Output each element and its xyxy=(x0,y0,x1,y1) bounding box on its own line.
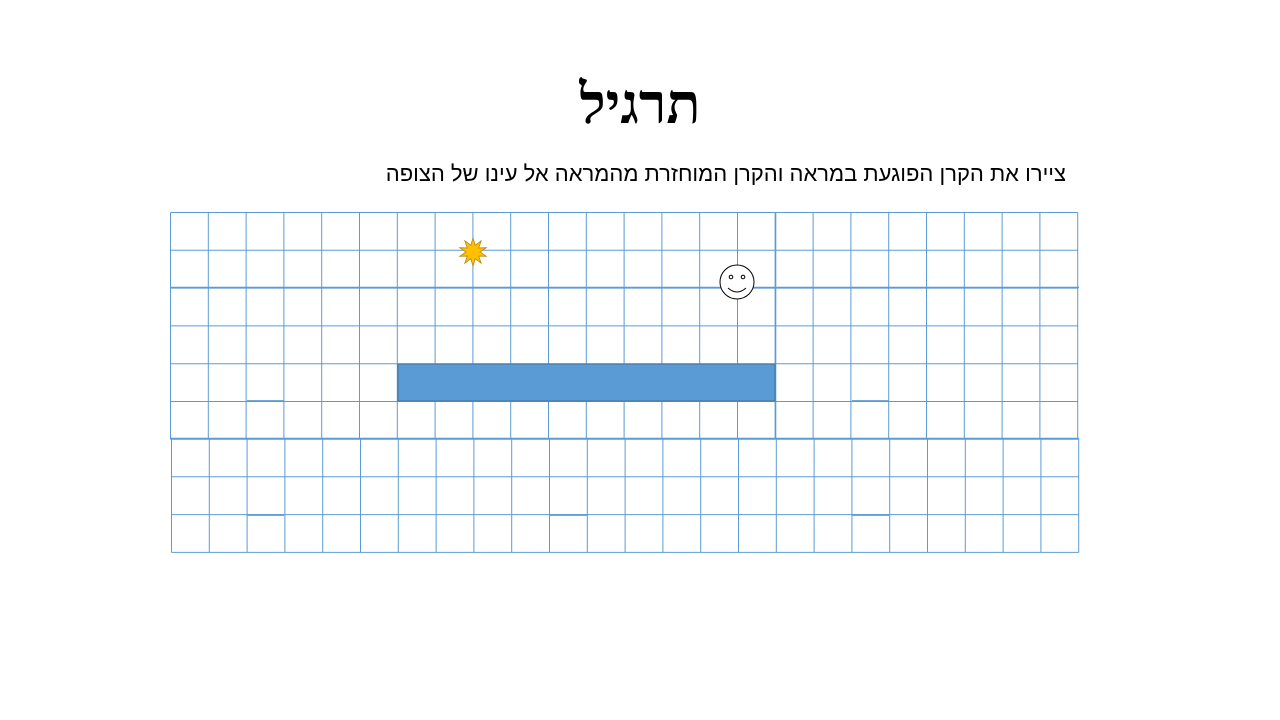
mirror xyxy=(397,363,776,402)
grid-accent-lines xyxy=(170,212,1079,516)
slide-title: תרגיל xyxy=(579,71,701,137)
exercise-instruction: ציירו את הקרן הפוגעת במראה והקרן המוחזרת… xyxy=(385,161,1066,186)
grid-lower-block xyxy=(171,438,1080,553)
observer-smiley-icon xyxy=(719,264,755,300)
sun-icon xyxy=(458,236,488,268)
grid-upper-block xyxy=(170,212,1079,440)
